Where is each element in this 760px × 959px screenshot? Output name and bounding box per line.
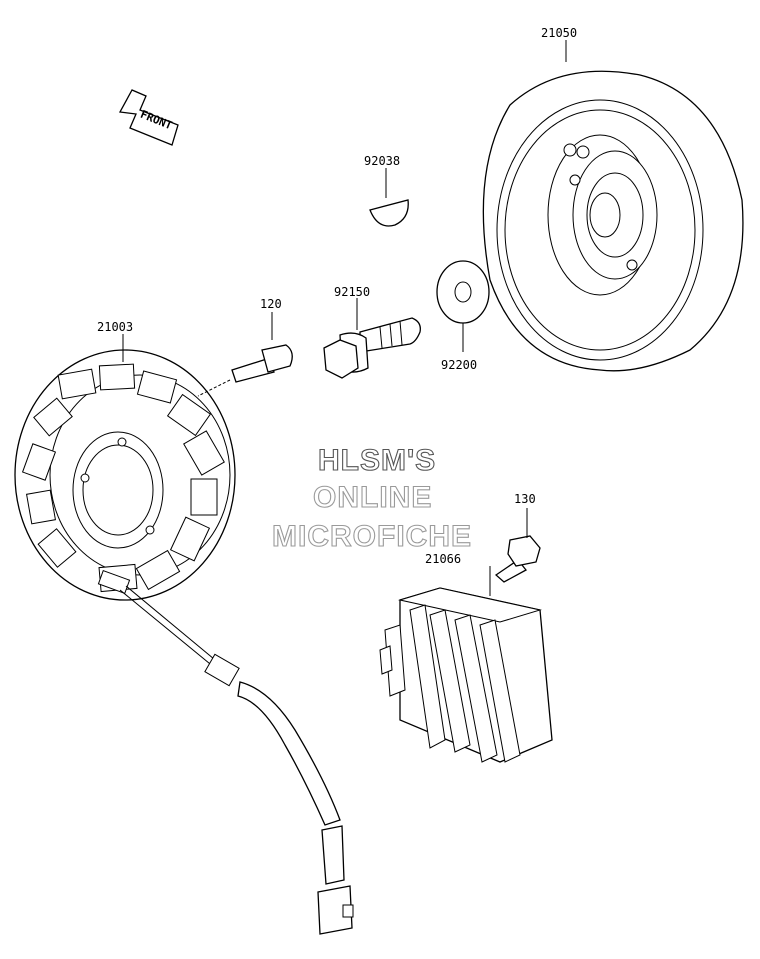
watermark-line-2: ONLINE bbox=[313, 481, 432, 514]
woodruff-key[interactable] bbox=[369, 199, 409, 227]
regulator-rectifier[interactable] bbox=[379, 587, 553, 763]
washer[interactable] bbox=[436, 260, 490, 324]
label-21066: 21066 bbox=[425, 552, 461, 566]
label-120: 120 bbox=[260, 297, 282, 311]
stator[interactable] bbox=[14, 349, 236, 601]
label-92200: 92200 bbox=[441, 358, 477, 372]
flywheel-rotor[interactable] bbox=[482, 70, 744, 372]
stator-screw[interactable] bbox=[231, 344, 293, 383]
stator-coils bbox=[21, 363, 225, 593]
flywheel-bolt[interactable] bbox=[323, 317, 421, 379]
watermark-line-1: HLSM'S bbox=[318, 444, 436, 477]
front-arrow-icon: FRONT bbox=[118, 89, 179, 146]
stator-wire-harness bbox=[119, 585, 354, 935]
label-130: 130 bbox=[514, 492, 536, 506]
regulator-bolt[interactable] bbox=[494, 535, 541, 583]
leader-lines bbox=[122, 40, 567, 596]
label-21003: 21003 bbox=[97, 320, 133, 334]
label-92038: 92038 bbox=[364, 154, 400, 168]
watermark-line-3: MICROFICHE bbox=[272, 520, 472, 553]
label-92150: 92150 bbox=[334, 285, 370, 299]
label-21050: 21050 bbox=[541, 26, 577, 40]
